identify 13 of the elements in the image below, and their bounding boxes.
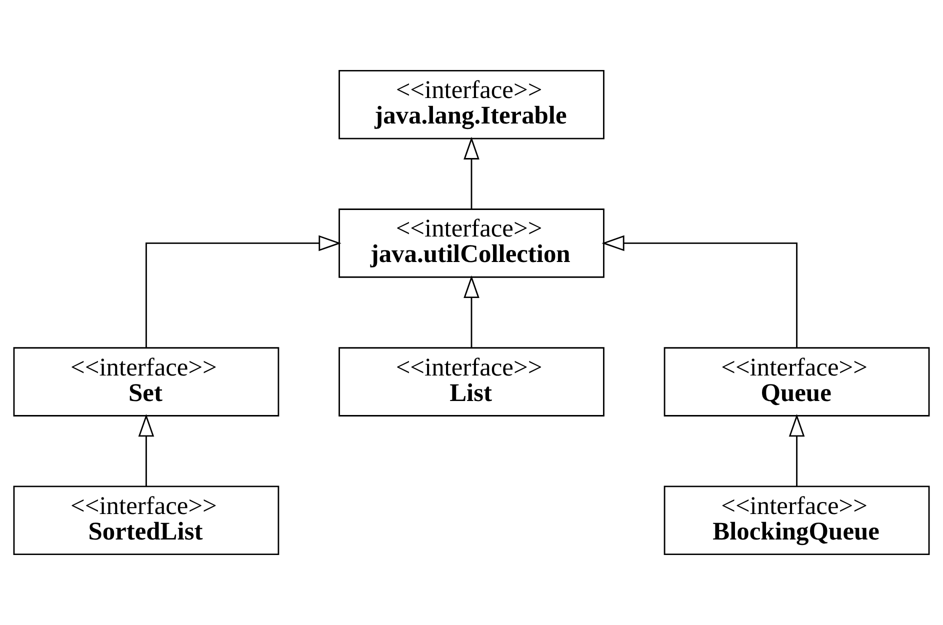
arrow xyxy=(464,136,480,209)
arrow xyxy=(464,275,480,348)
node-box: <<interface>> SortedList xyxy=(13,486,280,556)
arrow xyxy=(138,414,154,486)
node-box: <<interface>> List xyxy=(338,347,604,416)
node-box: <<interface>> java.lang.Iterable xyxy=(338,70,604,140)
arrow xyxy=(602,235,798,348)
arrow xyxy=(788,414,805,486)
arrow xyxy=(146,235,342,348)
node-box: <<interface>> BlockingQueue xyxy=(664,486,930,556)
node-box: <<interface>> Queue xyxy=(664,347,930,416)
node-box: <<interface>> java.utilCollection xyxy=(338,208,604,278)
node-box: <<interface>> Set xyxy=(13,347,280,416)
